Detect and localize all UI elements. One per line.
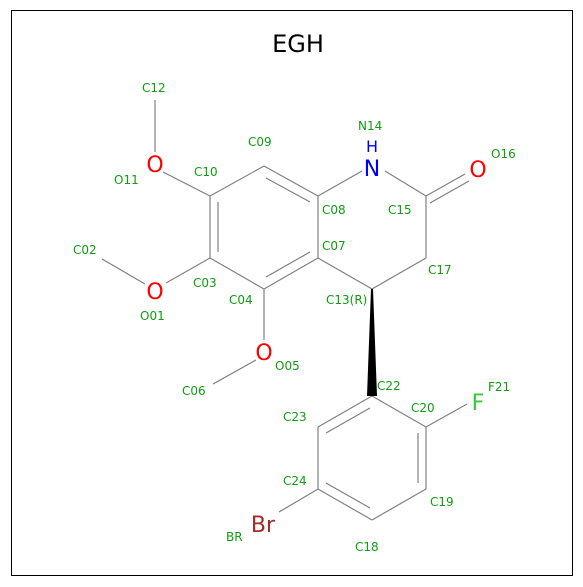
atom-br-symbol: Br: [251, 513, 276, 538]
bond-c09-c08: [263, 165, 319, 197]
atom-f21-symbol: F: [472, 391, 485, 416]
bond-c24-br: [278, 488, 319, 513]
bond-c18-c24: [317, 488, 373, 521]
label-c18: C18: [355, 540, 379, 554]
label-c09: C09: [248, 135, 272, 149]
atom-o16-symbol: O: [469, 158, 486, 183]
label-c15: C15: [388, 203, 412, 217]
bond-c20-f21: [425, 403, 468, 428]
label-c06: C06: [182, 384, 206, 398]
bond-c10-c09: [209, 165, 265, 197]
label-c19: C19: [430, 495, 454, 509]
label-o01: O01: [140, 309, 165, 323]
atom-o11-symbol: O: [146, 153, 163, 178]
label-c13: C13(R): [326, 293, 367, 307]
label-c22: C22: [377, 379, 401, 393]
label-n14: N14: [358, 119, 382, 133]
bond-c03-o01: [165, 257, 211, 284]
bond-c07-c04: [263, 257, 319, 290]
bond-o05-c06: [212, 359, 257, 385]
bond-c22-c20: [371, 395, 427, 428]
bond-c13-c07: [317, 257, 373, 290]
bond-o11-c10: [162, 171, 211, 197]
bond-c04-c03: [209, 257, 265, 290]
stereo-wedge-bond: [367, 289, 377, 396]
label-br: BR: [226, 530, 243, 544]
molecule-title: EGH: [272, 30, 324, 58]
bond-c18-c24-inner: [325, 482, 371, 509]
atom-o01-symbol: O: [146, 280, 163, 305]
atom-o05-symbol: O: [255, 341, 272, 366]
label-c04: C04: [229, 293, 253, 307]
label-c23: C23: [283, 410, 307, 424]
bond-c07-c04-inner: [265, 251, 311, 278]
atom-labels: C12 O11 C10 C09 N14 O16 C08 C15 C02 C07 …: [73, 81, 516, 554]
bonds: [101, 100, 470, 521]
label-c12: C12: [142, 81, 166, 95]
bond-c19-c18: [371, 488, 427, 521]
label-c08: C08: [322, 203, 346, 217]
bond-c23-c22-inner: [325, 407, 371, 434]
bond-n14-c15: [384, 170, 427, 197]
label-o11: O11: [114, 173, 139, 187]
label-o16: O16: [491, 147, 516, 161]
label-o05: O05: [275, 359, 300, 373]
bond-c15-o16: [425, 173, 466, 197]
label-c24: C24: [283, 474, 307, 488]
bond-c17-c13: [371, 257, 427, 290]
label-c17: C17: [428, 263, 452, 277]
atom-n14-symbol: N: [364, 157, 380, 182]
label-c03: C03: [193, 276, 217, 290]
atom-n14-hydrogen: H: [366, 137, 378, 156]
bond-o01-c02: [101, 258, 146, 285]
label-c02: C02: [73, 243, 97, 257]
bond-c15-o16-second: [429, 180, 470, 204]
diagram-border: [11, 10, 573, 576]
label-f21: F21: [488, 380, 510, 394]
bond-c08-n14: [317, 170, 363, 197]
bond-c09-c08-inner: [265, 177, 311, 203]
label-c07: C07: [322, 239, 346, 253]
bond-c23-c22: [317, 395, 373, 428]
label-c20: C20: [411, 401, 435, 415]
label-c10: C10: [194, 165, 218, 179]
